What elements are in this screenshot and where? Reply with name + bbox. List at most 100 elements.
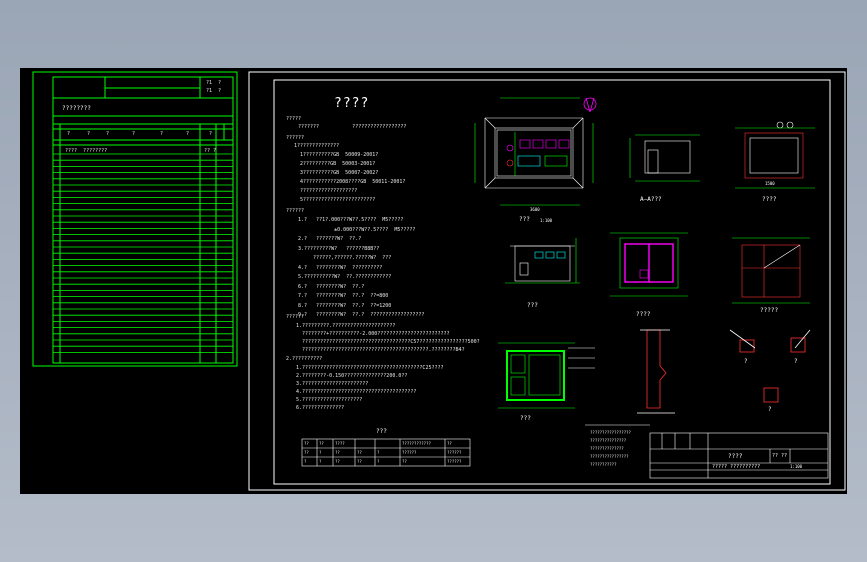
table-cell: ?? <box>357 459 362 464</box>
caption-plan-scale: 1:100 <box>540 218 553 223</box>
dimension-small: 1500 <box>765 181 775 186</box>
north-arrow <box>583 97 597 113</box>
notes-line: ????????????????????????????????????????… <box>296 347 465 353</box>
detail-beams <box>729 329 811 403</box>
notes-line: 3.?????????????????????? <box>296 381 369 387</box>
notes-section5-title: 2.?????????? <box>286 356 323 362</box>
caption-detail2: ? <box>794 358 798 365</box>
table-cell: ? <box>304 459 307 464</box>
notes-line: 5.???????????????????? <box>296 397 363 403</box>
notes-line: 3.?????????W? ??????B8B?? <box>298 245 380 252</box>
section-aa <box>629 134 700 182</box>
notes-line: 5???????????????????????? <box>294 197 376 203</box>
notes-line: ????????????????????????????????????C57?… <box>296 339 480 345</box>
sheet-index-header-right-bottom: ?1 ? <box>206 88 222 94</box>
notes-line: ±0.000???W??.5???? M5????? <box>298 226 416 233</box>
sheet-index-first-row-right: ?? ? <box>204 148 217 154</box>
drawing-sheet <box>248 71 846 491</box>
caption-roof-structure: ????? <box>760 307 779 314</box>
column-mark: ? <box>87 131 91 137</box>
sheet-index-title: ???????? <box>62 105 91 112</box>
ground-floor-plan <box>498 342 595 409</box>
side-note-line: ?????????????? <box>590 446 624 451</box>
side-note-line: ????????????????? <box>590 430 631 435</box>
caption-elevation: ??? <box>527 302 538 309</box>
caption-ground-floor: ??? <box>520 415 531 422</box>
caption-plan: ??? <box>519 216 530 223</box>
title-block-row2: ????? ?????????? <box>712 464 761 470</box>
notes-line: 2.????????-0.150??????????????200.0?? <box>296 373 408 379</box>
table-cell: ? <box>319 450 322 455</box>
column-mark: ? <box>209 131 213 137</box>
notes-line: ??????????????????? <box>294 188 358 194</box>
table-header-cell: ?? <box>304 441 309 446</box>
notes-line: ??????,??????.?????W? ??? <box>298 255 392 261</box>
sheet-index-panel <box>32 71 238 367</box>
roof-structure <box>732 237 810 304</box>
notes-line: ????????+??????????-2.000???????????????… <box>296 331 450 337</box>
material-table <box>301 438 471 467</box>
notes-section4-title: ?????? <box>286 314 305 320</box>
elevation <box>505 238 580 284</box>
notes-line: 3??????????GB 50007-2002? <box>294 170 379 176</box>
title-block-row1: ?? ?? <box>772 453 788 459</box>
table-cell: ?? <box>335 450 340 455</box>
table-cell: ? <box>377 459 380 464</box>
notes-section2-title: ?????? <box>286 135 305 141</box>
table-cell: ? <box>377 450 380 455</box>
side-note-line: ??????????? <box>590 462 617 467</box>
table-header-cell: ?? <box>319 441 324 446</box>
column-mark: ? <box>186 131 190 137</box>
title-block-scale: 1:100 <box>790 464 803 469</box>
column-mark: ? <box>160 131 164 137</box>
floor-plan <box>474 97 594 206</box>
sheet-index-header-right-top: ?1 ? <box>206 80 222 86</box>
notes-line: 6.?????????????? <box>296 405 345 411</box>
notes-line: ??????? ?????????????????? <box>298 124 407 130</box>
table-header-cell: ?? <box>447 441 452 446</box>
table-cell: ?????? <box>447 459 462 464</box>
side-note-line: ??????????????? <box>590 438 627 443</box>
notes-line: 2.? ???????W? ??.? <box>298 236 362 242</box>
notes-line: 8.? ????????W? ??.? ??=1200 <box>298 302 392 309</box>
sheet-index-rows <box>53 153 233 353</box>
notes-section3-title: ?????? <box>286 208 305 214</box>
notes-line: 1.??????????????????????????????????????… <box>296 365 444 371</box>
table-cell: ?? <box>335 459 340 464</box>
column-mark: ? <box>67 131 71 137</box>
table-caption: ??? <box>376 428 387 435</box>
notes-line: 1?????????????? <box>294 143 340 149</box>
table-cell: ?????? <box>447 450 462 455</box>
notes-line: 1.? ??1?.000???W??.5???? M5????? <box>298 217 404 223</box>
cad-model-space[interactable]: ???????? ?1 ? ?1 ? ? ? ? ? ? ? ? ???? ??… <box>20 68 847 494</box>
notes-line: 4.? ????????W? ?????????? <box>298 264 383 271</box>
notes-line: 4???????????2008????GB 50011-2001? <box>294 179 406 185</box>
table-cell: ?????? <box>402 450 417 455</box>
sheet-index-first-row-left: ???? ???????? <box>65 148 108 154</box>
notes-line: 7.? ????????W? ??.? ??=800 <box>298 293 389 299</box>
drawing-main-title: ???? <box>334 96 370 111</box>
foundation-plan <box>610 232 688 297</box>
table-cell: ? <box>319 459 322 464</box>
column-mark: ? <box>106 131 110 137</box>
caption-foundation: ???? <box>636 311 651 318</box>
notes-section1-title: ????? <box>286 116 302 122</box>
column-mark: ? <box>132 131 136 137</box>
table-cell: ?? <box>304 450 309 455</box>
detail-wall <box>637 329 675 414</box>
side-note-line: ???????????????? <box>590 454 629 459</box>
notes-line: 1.?????????.????????????????????? <box>296 323 396 329</box>
caption-detail1: ? <box>744 358 748 365</box>
title-block <box>649 432 829 479</box>
title-block-project: ???? <box>728 453 743 460</box>
table-header-cell: ???? <box>335 441 345 446</box>
table-cell: ?? <box>402 459 407 464</box>
notes-line: 6.? ????????W? ??.? <box>298 283 365 290</box>
caption-section-aa: A—A??? <box>640 196 662 203</box>
table-header-cell: ???????????? <box>402 441 431 446</box>
notes-line: 5.??????????W? ??.???????????? <box>298 274 392 280</box>
roof-plan <box>735 121 815 189</box>
caption-detail3: ? <box>768 406 772 413</box>
notes-line: 9.? ????????W? ??.? ?????????????????? <box>298 312 425 318</box>
caption-roof-plan: ???? <box>762 196 777 203</box>
